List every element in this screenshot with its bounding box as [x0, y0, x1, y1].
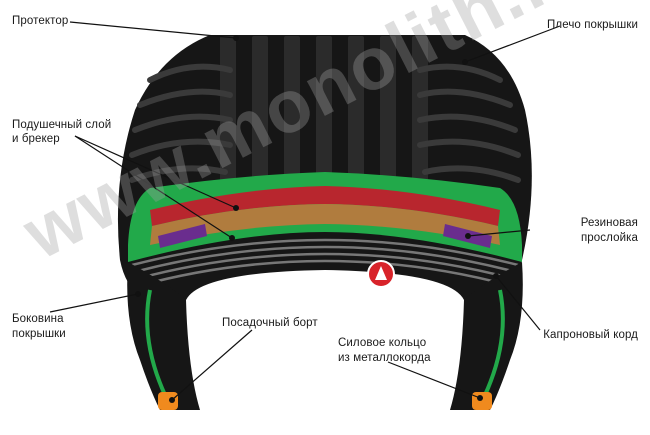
- shoulder-sipes-left: [129, 63, 233, 183]
- label-shoulder: Плечо покрышки: [547, 19, 638, 31]
- label-ring-line2: из металлокорда: [338, 352, 431, 364]
- bead-ring-left: [158, 392, 178, 410]
- tire-inner-cavity: [186, 270, 464, 435]
- nylon-cord-plies: [131, 238, 519, 288]
- cushion-tan-layer: [150, 204, 500, 245]
- label-bead: Посадочный борт: [222, 317, 318, 329]
- sidewall-right: [450, 262, 523, 410]
- label-cushion-line1: Подушечный слой: [12, 119, 112, 131]
- liner-sidewall-left: [145, 289, 167, 396]
- leader-lines: [49, 21, 561, 401]
- tread-ribs: [220, 36, 428, 186]
- liner-sidewall-right: [483, 289, 505, 396]
- label-cushion-line2: и брекер: [12, 133, 60, 145]
- label-sidewall-line1: Боковина: [12, 313, 64, 325]
- label-sidewall-line2: покрышки: [12, 328, 66, 340]
- sidewall-left: [127, 262, 200, 410]
- label-cord: Капроновый корд: [543, 329, 638, 341]
- breaker-red-layer: [150, 186, 500, 226]
- bead-ring-right: [472, 392, 492, 410]
- label-tread: Протектор: [12, 15, 69, 27]
- label-rubber-line2: прослойка: [580, 232, 638, 244]
- shoulder-sipes-right: [417, 63, 521, 183]
- leader-dots: [135, 35, 499, 403]
- label-rubber-line1: Резиновая: [580, 217, 638, 229]
- brand-logo-triangle: [375, 266, 387, 280]
- rubber-interlayer-left: [158, 224, 207, 248]
- label-ring-line1: Силовое кольцо: [338, 337, 427, 349]
